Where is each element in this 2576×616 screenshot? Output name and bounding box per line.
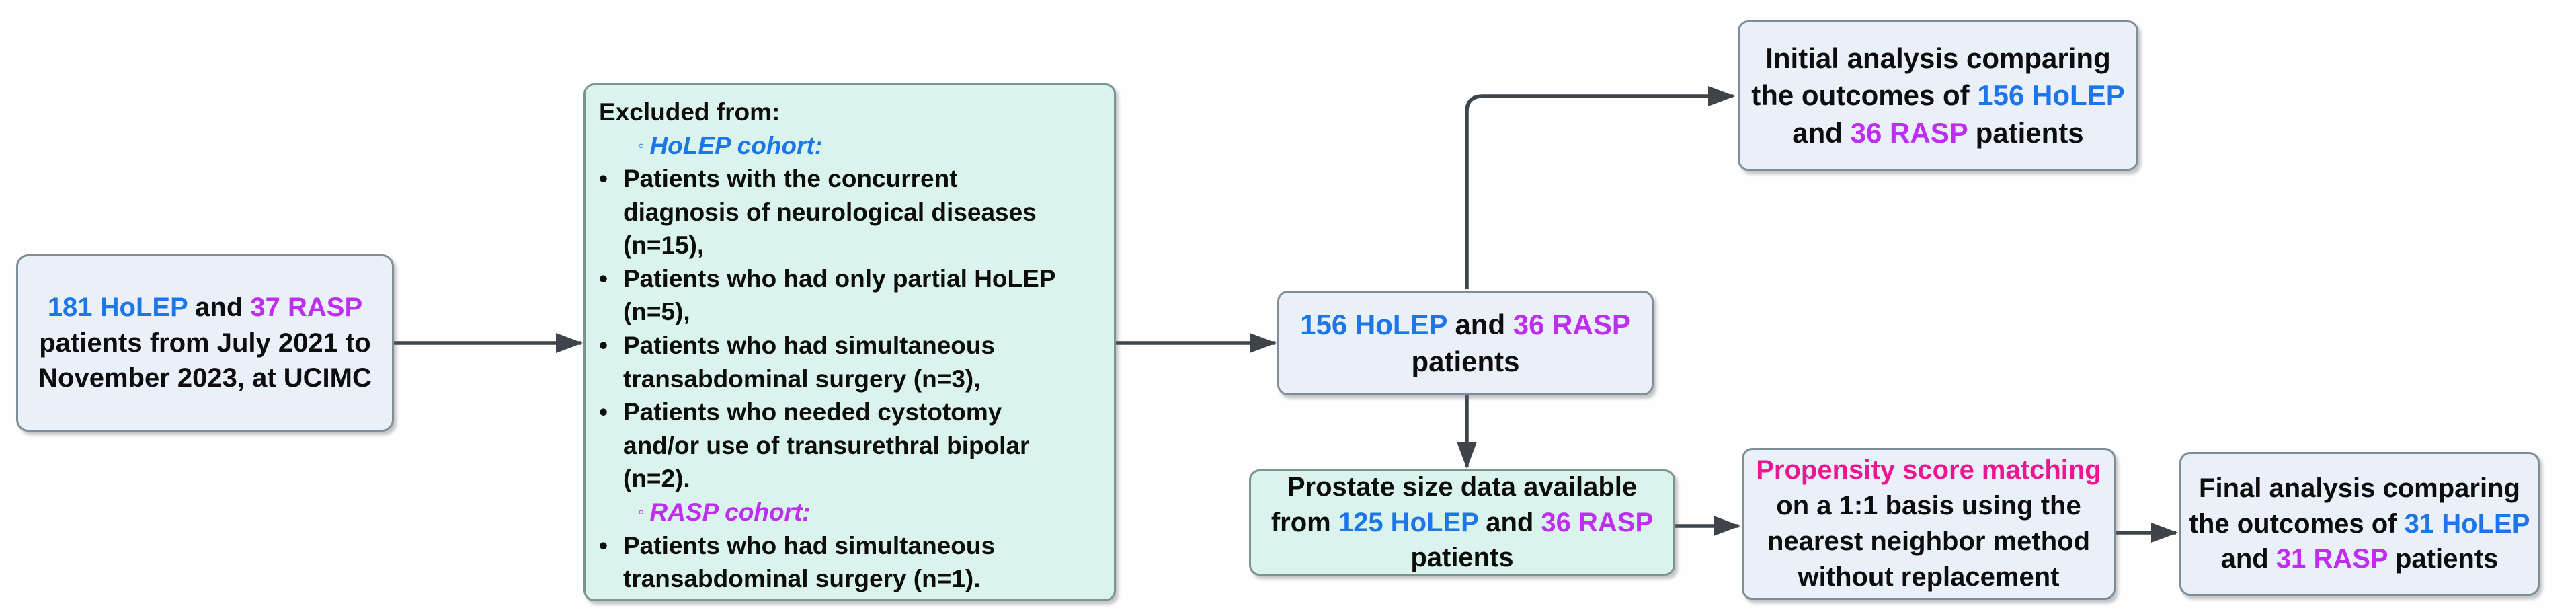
rasp-cohort-header: ◦RASP cohort: [599,496,1100,529]
cohort-156-box: 156 HoLEP and 36 RASP patients [1277,291,1654,395]
final-mid: and [2220,544,2269,574]
cohort156-holep-count: 156 HoLEP [1300,308,1447,340]
holep-cohort-label: HoLEP cohort: [649,131,823,159]
open-circle-bullet-icon: ◦ [638,134,645,155]
cohort156-rasp-count: 36 RASP [1513,308,1631,340]
bullet-icon: • [599,332,608,360]
final-holep-count: 31 HoLEP [2404,508,2530,539]
exclusion-item: • Patients with the concurrent diagnosis … [599,162,1100,262]
exclusion-item: • Patients who had simultaneous transabdo… [599,529,1100,596]
cohort-156-text: 156 HoLEP and 36 RASP patients [1300,306,1631,381]
start-holep-count: 181 HoLEP [47,292,188,322]
cohort156-rest: patients [1411,346,1520,377]
final-pre: Final analysis comparing the outcomes of [2189,473,2520,539]
open-circle-bullet-icon: ◦ [638,501,645,522]
exclusion-criteria-box: Excluded from: ◦HoLEP cohort: •Patients … [583,83,1116,601]
start-rasp-count: 37 RASP [250,292,363,322]
propensity-matching-box: Propensity score matching on a 1:1 basis… [1742,448,2116,600]
final-rasp-count: 31 RASP [2276,544,2388,574]
exclusion-item-text: Patients who had simultaneous transabdom… [623,332,996,393]
holep-cohort-header: ◦HoLEP cohort: [599,129,1100,163]
matching-body: on a 1:1 basis using the nearest neighbo… [1767,491,2091,592]
bullet-icon: • [599,531,608,560]
exclusion-item-text: Patients who had only partial HoLEP (n=5… [623,264,1056,326]
prostate-size-box: Prostate size data available from 125 Ho… [1249,469,1675,576]
initial-pre: Initial analysis comparing the outcomes … [1751,42,2111,112]
initial-analysis-text: Initial analysis comparing the outcomes … [1751,40,2124,151]
matching-title: Propensity score matching [1756,455,2101,486]
initial-rasp-count: 36 RASP [1850,116,1968,149]
start-rest: patients from July 2021 to November 2023… [38,328,372,393]
propensity-matching-text: Propensity score matching on a 1:1 basis… [1756,453,2101,594]
exclusion-item: • Patients who needed cystotomy and/or us… [599,395,1100,496]
exclusion-item: • Patients who had only partial HoLEP (n=… [599,262,1100,329]
bullet-icon: • [599,398,608,426]
bullet-icon: • [599,165,608,193]
exclusion-item-text: Patients who needed cystotomy and/or use… [623,398,1030,493]
final-analysis-box: Final analysis comparing the outcomes of… [2179,452,2540,596]
exclusion-item-text: Patients who had simultaneous transabdom… [623,531,996,593]
prostate-holep-count: 125 HoLEP [1338,507,1479,537]
prostate-size-text: Prostate size data available from 125 Ho… [1271,469,1653,576]
arrow-156-to-initial-analysis [1465,86,1735,289]
bullet-icon: • [599,264,608,293]
exclusion-title: Excluded from: [599,98,780,126]
start-and: and [188,292,251,322]
exclusion-item-text: Patients with the concurrent diagnosis o… [623,165,1037,260]
final-analysis-text: Final analysis comparing the outcomes of… [2189,471,2530,577]
start-cohort-text: 181 HoLEP and 37 RASP patients from July… [38,290,372,396]
prostate-rasp-count: 36 RASP [1541,507,1654,537]
cohort156-and: and [1447,308,1513,340]
final-post: patients [2387,544,2499,574]
exclusion-item: • Patients who had simultaneous transabdo… [599,329,1100,395]
prostate-mid: and [1478,507,1541,537]
rasp-cohort-label: RASP cohort: [649,498,811,526]
initial-analysis-box: Initial analysis comparing the outcomes … [1738,20,2138,171]
start-cohort-box: 181 HoLEP and 37 RASP patients from July… [16,254,394,432]
prostate-pre: Prostate size data available from [1271,471,1638,537]
initial-mid: and [1792,116,1843,149]
prostate-post: patients [1410,543,1514,573]
initial-post: patients [1967,116,2084,149]
initial-holep-count: 156 HoLEP [1977,79,2125,112]
